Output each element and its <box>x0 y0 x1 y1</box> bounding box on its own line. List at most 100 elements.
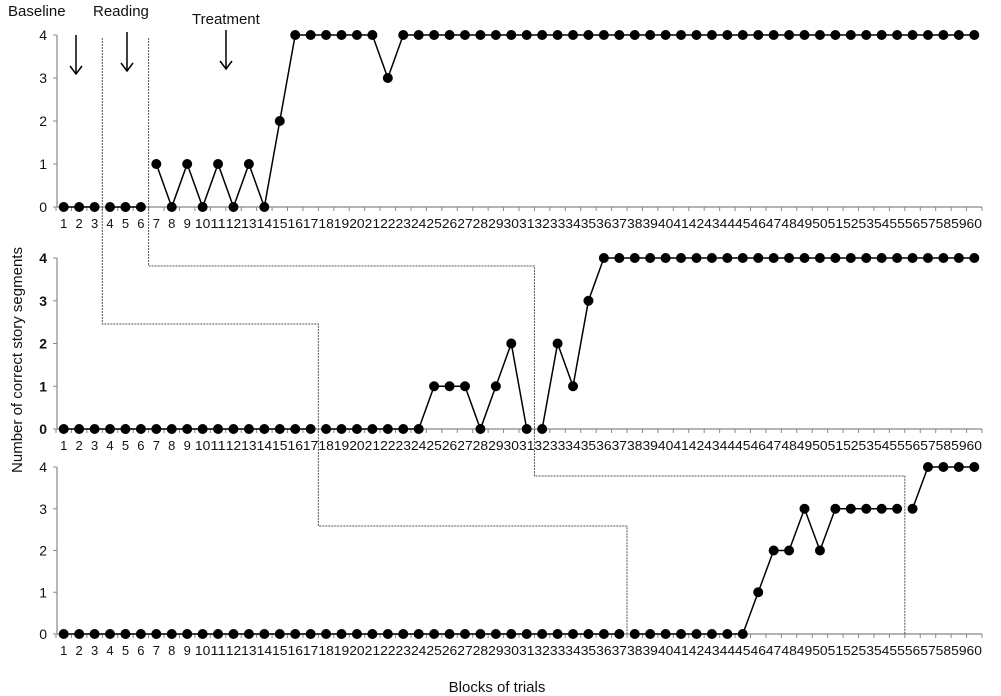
x-tick-label: 13 <box>241 643 256 658</box>
data-point <box>490 629 501 639</box>
data-point <box>429 30 440 40</box>
x-tick-label: 7 <box>153 438 160 453</box>
x-tick-label: 30 <box>504 438 519 453</box>
data-point <box>398 629 409 639</box>
x-tick-label: 31 <box>519 216 534 231</box>
x-tick-label: 37 <box>612 438 627 453</box>
x-tick-label: 23 <box>396 216 411 231</box>
data-point <box>660 30 671 40</box>
data-point <box>830 253 841 263</box>
data-point <box>259 424 270 434</box>
x-tick-label: 39 <box>642 643 657 658</box>
data-point <box>907 253 918 263</box>
data-point <box>568 629 579 639</box>
data-point <box>645 629 656 639</box>
data-point <box>521 424 532 434</box>
x-tick-label: 16 <box>288 438 303 453</box>
x-tick-label: 18 <box>318 438 333 453</box>
data-point <box>753 30 764 40</box>
x-tick-label: 59 <box>951 438 966 453</box>
data-point <box>89 629 100 639</box>
data-point <box>737 30 748 40</box>
data-point <box>660 629 671 639</box>
x-tick-label: 43 <box>704 216 719 231</box>
data-point <box>74 202 85 212</box>
data-point <box>953 30 964 40</box>
x-tick-label: 14 <box>257 643 272 658</box>
data-point <box>274 424 285 434</box>
y-tick-label: 4 <box>39 250 47 266</box>
data-point <box>398 424 409 434</box>
x-tick-label: 57 <box>920 643 935 658</box>
x-tick-label: 42 <box>689 216 704 231</box>
data-point <box>336 30 347 40</box>
y-tick-label: 3 <box>39 501 47 517</box>
x-tick-label: 40 <box>658 438 673 453</box>
x-tick-label: 43 <box>704 643 719 658</box>
data-point <box>120 424 131 434</box>
x-tick-label: 45 <box>735 216 750 231</box>
x-tick-label: 55 <box>889 438 904 453</box>
data-point <box>290 629 301 639</box>
x-tick-label: 28 <box>473 438 488 453</box>
data-point <box>830 503 841 514</box>
x-tick-label: 44 <box>720 216 735 231</box>
data-point <box>382 73 393 83</box>
data-point <box>228 424 239 434</box>
data-point <box>861 253 872 263</box>
data-point <box>814 545 825 556</box>
data-point <box>166 629 177 639</box>
x-tick-label: 27 <box>457 438 472 453</box>
data-point <box>321 629 332 639</box>
x-tick-label: 34 <box>565 643 580 658</box>
x-tick-label: 15 <box>272 643 287 658</box>
arrow-reading-icon <box>120 32 134 73</box>
data-point <box>768 545 779 556</box>
data-point <box>737 253 748 263</box>
data-point <box>259 202 270 212</box>
data-point <box>521 629 532 639</box>
data-point <box>784 545 795 556</box>
x-tick-label: 17 <box>303 438 318 453</box>
data-point <box>228 202 239 212</box>
arrow-treatment-icon <box>219 30 233 71</box>
x-tick-label: 48 <box>781 438 796 453</box>
data-point <box>475 629 486 639</box>
data-point <box>845 30 856 40</box>
data-point <box>521 30 532 40</box>
data-point <box>351 424 362 434</box>
data-point <box>583 629 594 639</box>
y-tick-label: 0 <box>39 421 47 437</box>
y-tick-label: 3 <box>39 70 47 86</box>
x-tick-label: 59 <box>951 643 966 658</box>
x-tick-label: 9 <box>184 216 191 231</box>
x-tick-label: 52 <box>843 216 858 231</box>
x-tick-label: 54 <box>874 216 889 231</box>
data-point <box>58 202 69 212</box>
x-tick-label: 58 <box>936 216 951 231</box>
data-point <box>135 424 146 434</box>
x-tick-label: 40 <box>658 216 673 231</box>
data-point <box>444 381 455 392</box>
x-tick-label: 15 <box>272 216 287 231</box>
data-point <box>629 629 640 639</box>
data-point <box>382 629 393 639</box>
x-tick-label: 35 <box>581 643 596 658</box>
data-point <box>367 629 378 639</box>
x-tick-label: 57 <box>920 216 935 231</box>
data-point <box>583 30 594 40</box>
x-tick-label: 8 <box>168 643 175 658</box>
data-point <box>892 253 903 263</box>
x-tick-label: 41 <box>673 643 688 658</box>
x-tick-label: 33 <box>550 438 565 453</box>
data-point <box>429 381 440 392</box>
data-point <box>629 30 640 40</box>
x-tick-label: 10 <box>195 643 210 658</box>
x-tick-label: 1 <box>60 216 67 231</box>
data-point <box>182 424 193 434</box>
data-point <box>953 253 964 263</box>
y-tick-label: 0 <box>39 626 47 642</box>
x-tick-label: 1 <box>60 438 67 453</box>
x-tick-label: 20 <box>349 216 364 231</box>
